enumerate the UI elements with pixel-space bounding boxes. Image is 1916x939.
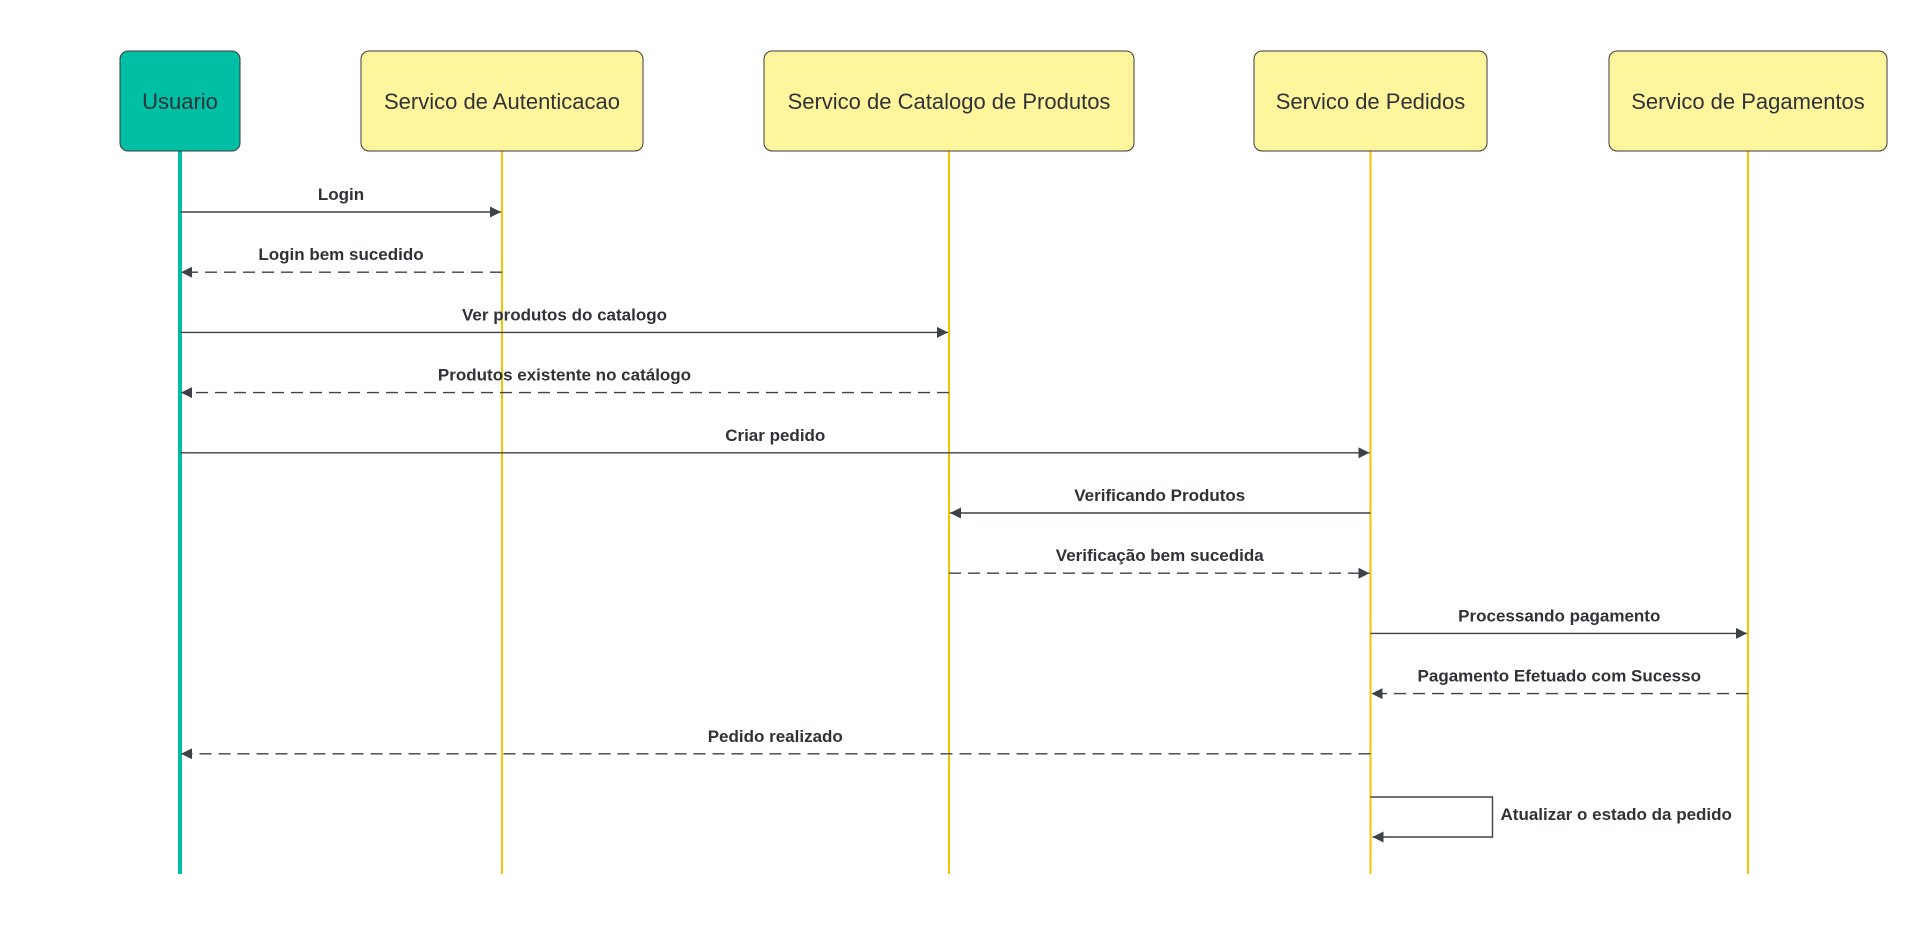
participant-box-auth <box>360 50 644 152</box>
message-11: Atualizar o estado da pedido <box>1370 796 1732 843</box>
message-label: Login bem sucedido <box>258 245 423 264</box>
message-label: Login <box>318 185 364 204</box>
message-4: Produtos existente no catálogo <box>181 366 949 399</box>
message-1: Login <box>180 185 501 218</box>
message-7: Verificação bem sucedida <box>949 546 1370 579</box>
participant-label-auth: Servico de Autenticacao <box>384 89 620 114</box>
participant-label-orders: Servico de Pedidos <box>1276 89 1466 114</box>
message-label: Ver produtos do catalogo <box>462 305 667 324</box>
participant-label-user: Usuario <box>142 89 218 114</box>
participant-auth[interactable]: Servico de Autenticacao <box>360 50 644 152</box>
message-label: Verificação bem sucedida <box>1056 546 1264 565</box>
message-label: Pedido realizado <box>708 727 843 746</box>
message-5: Criar pedido <box>180 426 1370 459</box>
participant-user[interactable]: Usuario <box>119 50 241 152</box>
message-label: Atualizar o estado da pedido <box>1501 805 1732 824</box>
message-10: Pedido realizado <box>181 727 1371 760</box>
message-label: Criar pedido <box>725 426 825 445</box>
message-6: Verificando Produtos <box>950 486 1371 519</box>
message-label: Processando pagamento <box>1458 606 1660 625</box>
participant-box-catalog <box>763 50 1135 152</box>
message-label: Pagamento Efetuado com Sucesso <box>1418 667 1701 686</box>
participant-payments[interactable]: Servico de Pagamentos <box>1608 50 1888 152</box>
self-message-arrow <box>1370 796 1494 843</box>
message-label: Verificando Produtos <box>1074 486 1245 505</box>
participant-box-user <box>119 50 241 152</box>
message-3: Ver produtos do catalogo <box>180 305 948 338</box>
message-2: Login bem sucedido <box>181 245 502 278</box>
message-8: Processando pagamento <box>1370 606 1747 639</box>
participant-catalog[interactable]: Servico de Catalogo de Produtos <box>763 50 1135 152</box>
participant-box-orders <box>1253 50 1488 152</box>
message-9: Pagamento Efetuado com Sucesso <box>1371 667 1748 700</box>
participant-box-payments <box>1608 50 1888 152</box>
participant-orders[interactable]: Servico de Pedidos <box>1253 50 1488 152</box>
message-label: Produtos existente no catálogo <box>438 366 691 385</box>
participant-label-catalog: Servico de Catalogo de Produtos <box>788 89 1111 114</box>
participant-label-payments: Servico de Pagamentos <box>1631 89 1865 114</box>
